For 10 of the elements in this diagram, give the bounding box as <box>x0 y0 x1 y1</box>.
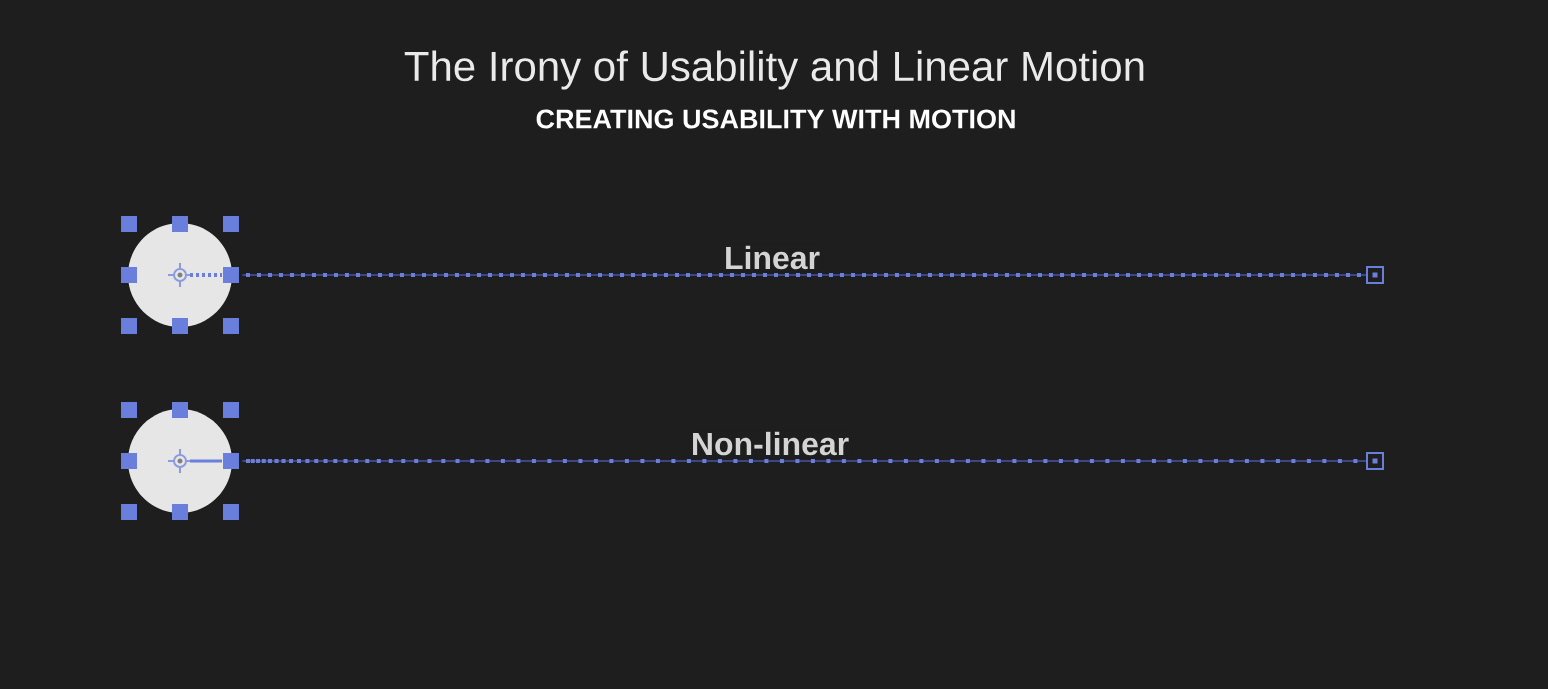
ball <box>128 409 232 513</box>
subtitle: CREATING USABILITY WITH MOTION <box>536 109 1015 129</box>
title: The Irony of Usability and Linear Motion <box>404 50 1144 90</box>
motion-path <box>241 460 1367 462</box>
motion-path <box>241 274 1367 276</box>
end-point-marker <box>1366 452 1384 470</box>
edge-label: Non-linear <box>688 429 852 458</box>
end-point-marker <box>1366 266 1384 284</box>
ball <box>128 223 232 327</box>
edge-label: Linear <box>722 243 822 272</box>
